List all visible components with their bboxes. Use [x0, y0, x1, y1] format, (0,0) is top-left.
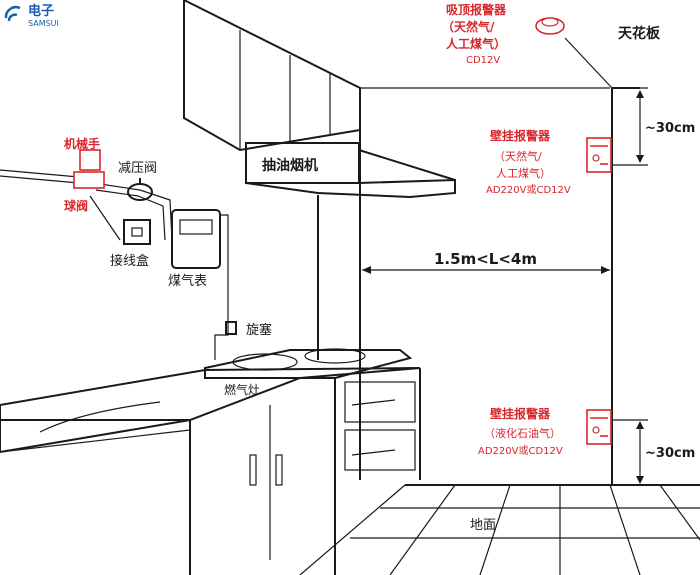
logo-brand: 电子 — [28, 3, 54, 19]
ceiling-detector-power: CD12V — [466, 55, 500, 66]
ball-valve-label: 球阀 — [64, 198, 88, 213]
ceiling-detector-gas2: 人工煤气） — [446, 36, 506, 51]
plug-valve: 旋塞 — [225, 321, 272, 338]
distance-label: 1.5m<L<4m — [434, 250, 537, 268]
floor-label: 地面 — [470, 518, 496, 533]
gas-stove: 燃气灶 — [204, 348, 413, 397]
junction-box: 接线盒 — [110, 219, 151, 269]
wall-detector-lower-title: 壁挂报警器 — [490, 406, 551, 421]
manipulator-label: 机械手 — [64, 136, 100, 151]
ceiling-detector-gas: （天然气/ — [442, 19, 495, 34]
plug-valve-icon — [225, 321, 237, 335]
countertop — [0, 367, 421, 575]
manipulator-icon — [79, 149, 101, 171]
logo-name: SAMSUI — [28, 19, 59, 28]
dim-bottom-label: ~30cm — [645, 446, 695, 461]
dim-top-label: ~30cm — [645, 121, 695, 136]
gas-meter: 煤气表 — [168, 209, 221, 289]
logo-wifi-icon — [4, 5, 21, 22]
ceiling-detector: 吸顶报警器 （天然气/ 人工煤气） CD12V — [442, 2, 565, 66]
wall-detector-upper-icon — [586, 137, 612, 173]
dimension-distance: 1.5m<L<4m — [362, 250, 610, 274]
gas-meter-label: 煤气表 — [168, 273, 207, 289]
gas-meter-icon — [171, 209, 221, 269]
wall-detector-upper-gas: （天然气/ — [494, 149, 542, 163]
ball-valve-icon — [73, 171, 105, 189]
junction-box-icon — [123, 219, 151, 245]
logo: 电子 SAMSUI — [4, 3, 59, 28]
wall-detector-lower-icon — [586, 409, 612, 445]
burner-left-icon — [232, 353, 298, 371]
dimension-top: ~30cm — [612, 87, 695, 166]
upper-cabinets — [183, 0, 610, 152]
wall-detector-lower-gas: （液化石油气） — [484, 426, 561, 440]
dimension-bottom: ~30cm — [612, 419, 695, 484]
wall-detector-upper-power: AD220V或CD12V — [486, 184, 571, 196]
floor-tiles — [299, 484, 700, 575]
ball-valve-assembly: 机械手 球阀 — [64, 136, 105, 213]
pressure-valve-icon — [127, 183, 153, 201]
plug-valve-label: 旋塞 — [246, 322, 272, 338]
pressure-valve-label: 减压阀 — [118, 161, 157, 176]
wall-detector-lower-power: AD220V或CD12V — [478, 445, 563, 457]
wall-detector-upper: 壁挂报警器 （天然气/ 人工煤气） AD220V或CD12V — [486, 128, 612, 196]
wall-detector-upper-title: 壁挂报警器 — [490, 128, 551, 143]
burner-right-icon — [304, 348, 366, 364]
hood-label: 抽油烟机 — [262, 157, 318, 174]
pressure-valve: 减压阀 — [118, 161, 157, 201]
wall-detector-lower: 壁挂报警器 （液化石油气） AD220V或CD12V — [478, 406, 612, 457]
range-hood: 抽油烟机 — [245, 142, 456, 199]
stove-label: 燃气灶 — [224, 382, 260, 397]
wall-detector-upper-gas2: 人工煤气） — [496, 166, 551, 180]
ceiling-detector-title: 吸顶报警器 — [446, 2, 507, 17]
ceiling-label: 天花板 — [618, 25, 661, 42]
junction-box-label: 接线盒 — [110, 253, 149, 269]
